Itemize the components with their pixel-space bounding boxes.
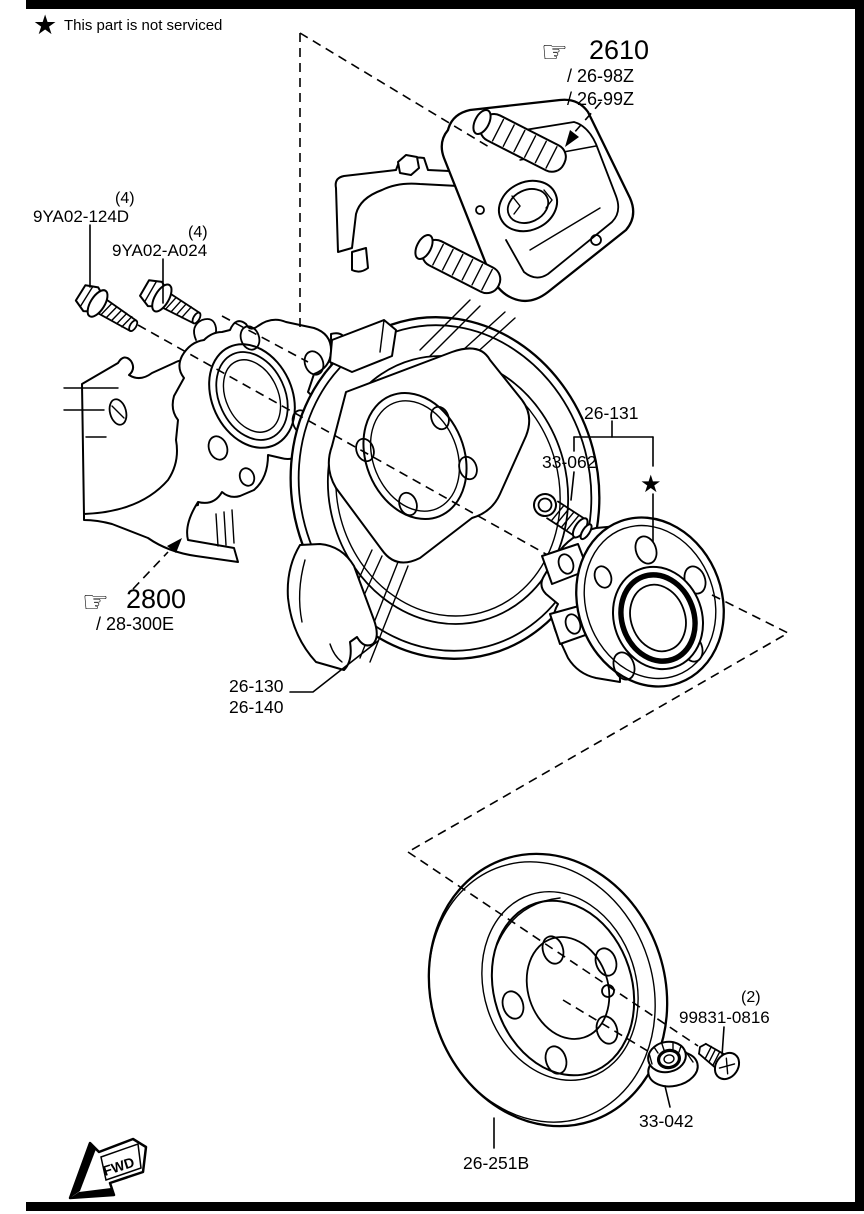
disc-bolt-hole — [501, 990, 525, 1020]
screw-code: 99831-0816 — [679, 1008, 770, 1027]
disc-bolt-hole — [541, 935, 565, 965]
disc-bolt-hole — [595, 1015, 619, 1045]
page-frame — [26, 0, 864, 1211]
disc-code: 26-251B — [463, 1153, 529, 1173]
caliper-guide-boot-top — [472, 108, 567, 173]
main-axis-dashed — [137, 324, 554, 559]
arrowhead — [167, 538, 182, 553]
caliper-piston — [497, 179, 559, 233]
caliper-guide-boot-bottom — [414, 233, 502, 295]
shield-inner-ring — [326, 355, 570, 625]
nut-code: 33-042 — [639, 1111, 694, 1131]
knuckle-bolt-hole — [303, 350, 325, 376]
bolt-9ya02-a024 — [139, 279, 202, 325]
frame-bottom — [26, 1202, 864, 1211]
bracket-hole — [108, 398, 128, 426]
text-labels: ★ This part is not serviced ☞ 2610 / 26-… — [33, 10, 770, 1173]
note-star-icon: ★ — [33, 10, 57, 41]
bolt-9ya02-124d — [74, 284, 139, 332]
alignment-dashed-lines — [137, 32, 554, 559]
knuckle-small-hole — [238, 467, 256, 487]
callout-leaders — [89, 101, 725, 1149]
knuckle-bolt-hole — [239, 325, 261, 351]
knuckle-center-bore — [208, 343, 296, 449]
shield-code-lower: 26-140 — [229, 697, 284, 717]
disc-bolt-hole — [544, 1045, 568, 1075]
brake-disc — [427, 852, 669, 1128]
knuckle-bolt-hole — [207, 435, 229, 461]
frame-top — [26, 0, 864, 9]
screw-qty: (2) — [741, 989, 761, 1006]
disc-hat — [490, 899, 636, 1077]
brake-caliper — [334, 98, 635, 303]
bracket-ref: 2800 — [126, 584, 186, 614]
caliper-arm-nut — [397, 154, 420, 176]
wheel-hub — [533, 493, 725, 688]
dust-shield — [286, 299, 601, 671]
disc-set-screw — [698, 1042, 741, 1081]
bolt-inner-qty: (4) — [188, 224, 208, 241]
hub-bolt-hole — [612, 651, 636, 681]
lock-nut — [647, 1040, 699, 1088]
shield-lower-lip — [286, 543, 378, 671]
hub-bore — [611, 565, 705, 671]
shield-center-opening — [362, 391, 468, 521]
arrowhead — [565, 130, 579, 147]
note-text: This part is not serviced — [64, 17, 222, 34]
shield-code-upper: 26-130 — [229, 676, 284, 696]
frame-right — [855, 0, 864, 1211]
hub-bolt-hole — [634, 535, 658, 565]
alignment-dashed-lines-lower — [407, 594, 790, 1057]
bracket-sub: / 28-300E — [96, 614, 174, 634]
bolt-inner-code: 9YA02-A024 — [112, 241, 207, 260]
hand-pointer-icon: ☞ — [541, 35, 568, 70]
bolt-outer-code: 9YA02-124D — [33, 207, 129, 226]
hub-assembly-code: 26-131 — [584, 403, 639, 423]
disc-bolt-hole — [594, 947, 618, 977]
fwd-arrow-icon: FWD — [68, 1137, 148, 1200]
phillips-cross-icon — [718, 1057, 736, 1075]
hand-pointer-icon: ☞ — [82, 585, 109, 620]
not-serviced-star-icon: ★ — [640, 470, 662, 498]
caliper-sub1: / 26-98Z — [567, 66, 634, 86]
wheel-stud-33-062 — [533, 493, 593, 541]
caliper-ref: 2610 — [589, 35, 649, 65]
bolt-outer-qty: (4) — [115, 190, 135, 207]
hub-bolt-hole — [593, 565, 613, 589]
stud-code: 33-062 — [542, 452, 597, 472]
caliper-sub2: / 26-99Z — [567, 89, 634, 109]
